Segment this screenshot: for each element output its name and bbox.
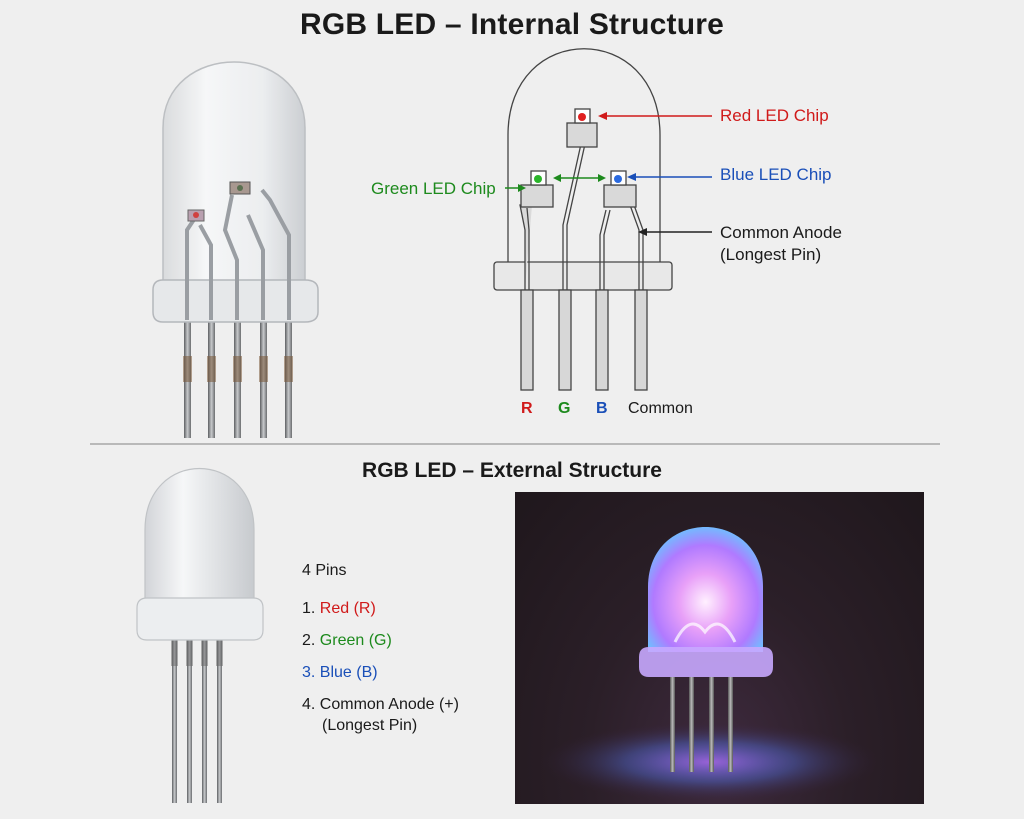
diagram-pin-common — [634, 289, 648, 391]
diagram-dome-outline — [507, 48, 661, 262]
pin-label-b: B — [596, 400, 608, 417]
glowing-led-graphic — [540, 527, 880, 802]
internal-diagram — [493, 48, 673, 391]
diagram-red-cup — [566, 122, 598, 148]
common-anode-label: Common Anode — [720, 223, 842, 242]
page-title: RGB LED – Internal Structure — [299, 8, 724, 41]
green-chip-label: Green LED Chip — [371, 179, 496, 198]
diagram-pin-b — [595, 289, 609, 391]
section-title-external: RGB LED – External Structure — [362, 459, 662, 482]
pins-heading: 4 Pins — [302, 562, 347, 579]
pin-label-g: G — [558, 400, 571, 417]
glowing-led-photo — [515, 492, 924, 804]
diagram-base — [493, 261, 673, 291]
common-anode-note: (Longest Pin) — [720, 245, 822, 264]
green-chip-dot — [534, 175, 542, 183]
clear-led-pins — [183, 320, 293, 438]
pin-label-common: Common — [628, 400, 693, 417]
diagram-blue-cup — [603, 184, 637, 208]
callout-arrows — [505, 112, 712, 236]
diagram-pin-r — [520, 289, 534, 391]
diagram-pin-g — [558, 289, 572, 391]
pin-item-common: 4. Common Anode (+) — [302, 696, 459, 713]
milky-led-photo — [136, 468, 264, 803]
clear-led-dome — [162, 61, 306, 286]
pin-item-blue: 3. Blue (B) — [302, 664, 378, 681]
red-chip-label: Red LED Chip — [720, 106, 829, 125]
section-divider — [90, 443, 940, 445]
red-chip-dot — [578, 113, 586, 121]
diagram-green-cup — [520, 184, 554, 208]
pin-item-red: 1. Red (R) — [302, 600, 376, 617]
clear-led-internal-leads — [185, 188, 291, 320]
pin-item-green: 2. Green (G) — [302, 632, 392, 649]
blue-chip-dot — [614, 175, 622, 183]
blue-chip-label: Blue LED Chip — [720, 165, 832, 184]
pin-item-common-note: (Longest Pin) — [322, 717, 418, 734]
pin-label-r: R — [521, 400, 533, 417]
clear-led-chips — [187, 181, 251, 222]
